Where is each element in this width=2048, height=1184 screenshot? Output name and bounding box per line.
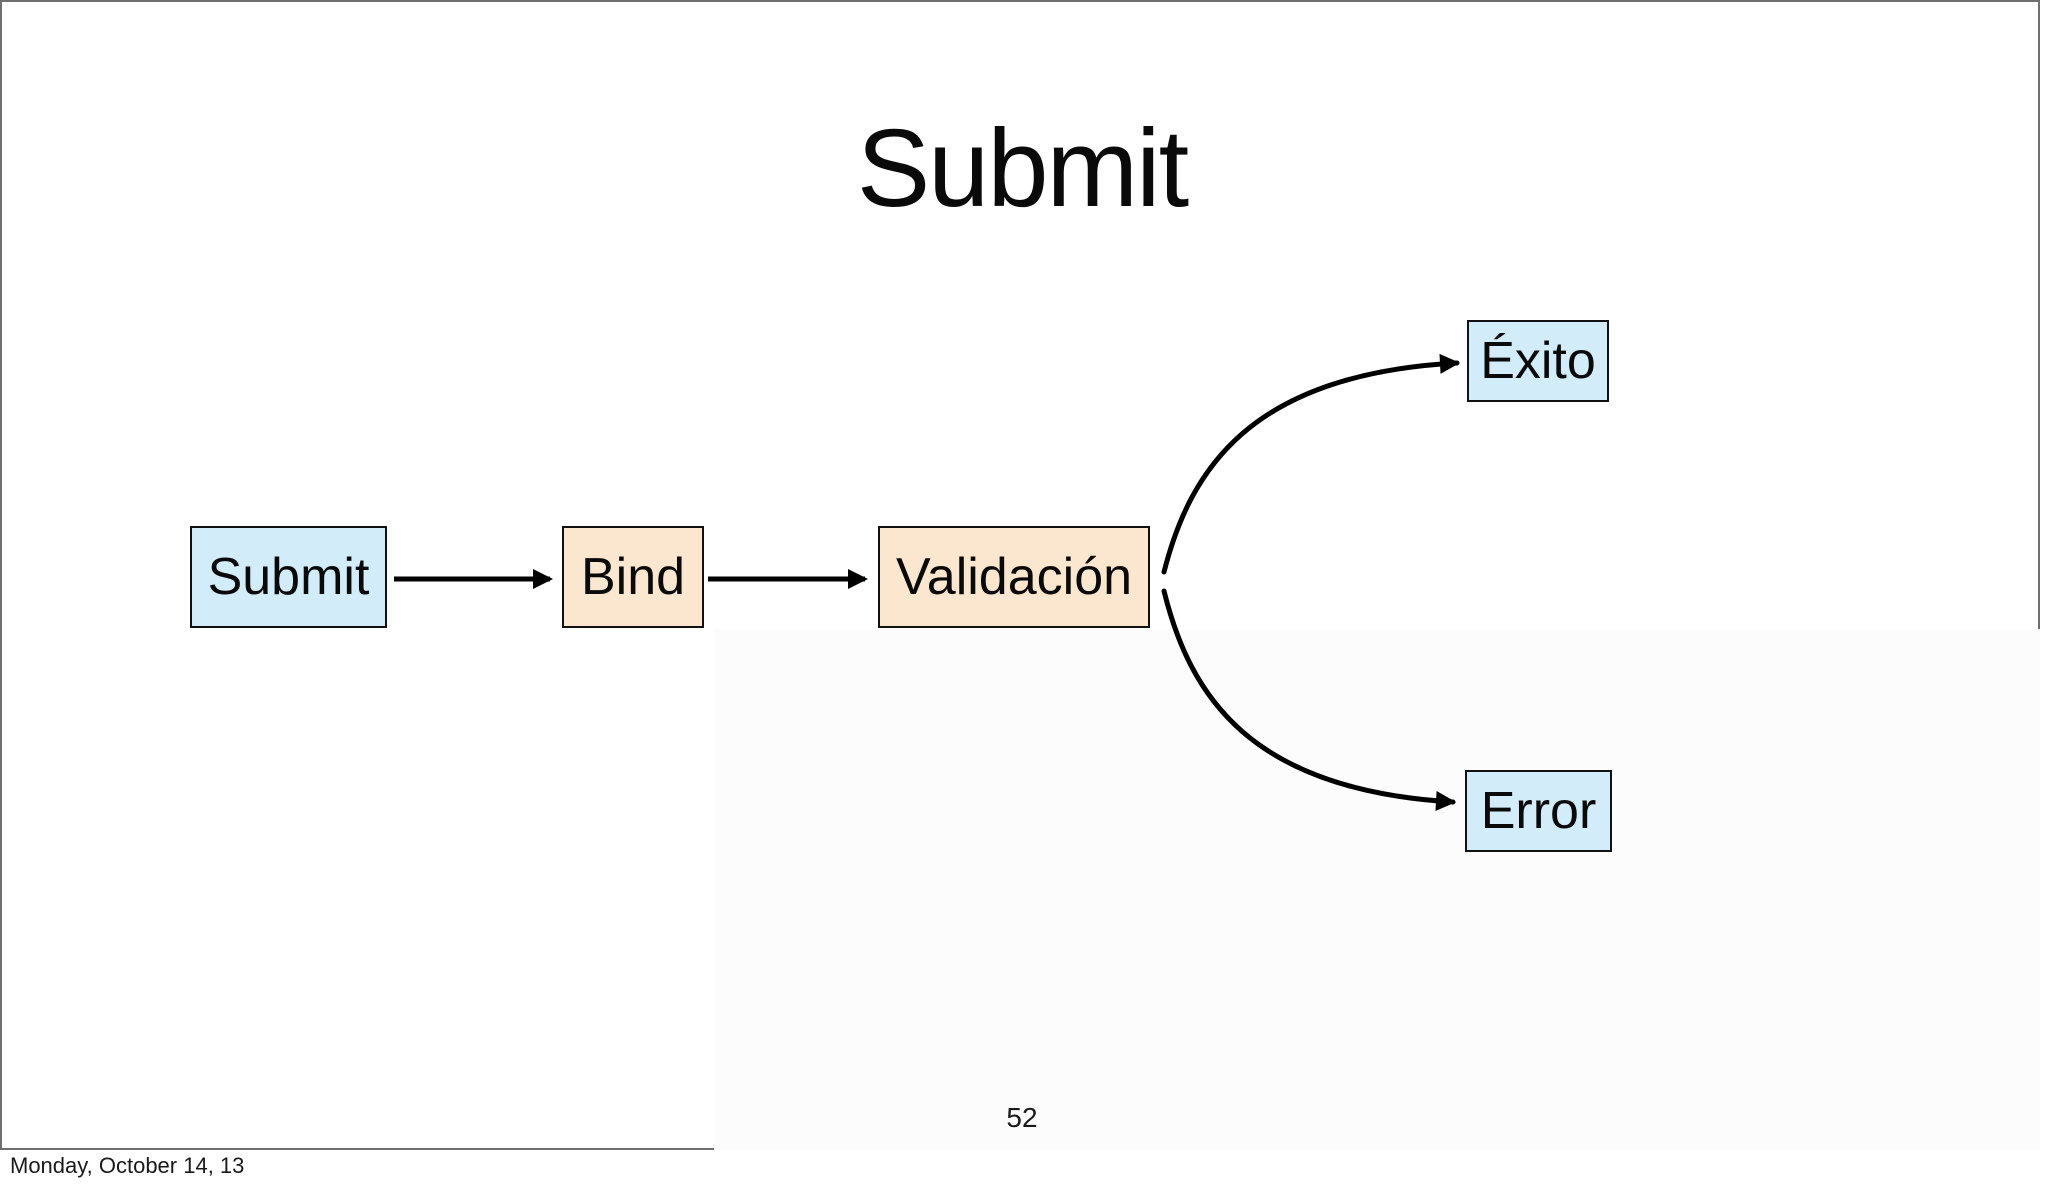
arrow-validacion-to-exito xyxy=(1161,353,1460,575)
slide-frame: Submit Submit Bind Validación Éxito Erro… xyxy=(0,0,2040,1150)
node-error: Error xyxy=(1465,770,1612,852)
slide-background-tint xyxy=(714,629,2040,1150)
page-number: 52 xyxy=(1006,1102,1038,1133)
node-bind: Bind xyxy=(562,526,704,628)
node-submit: Submit xyxy=(190,526,387,628)
node-exito: Éxito xyxy=(1467,320,1609,402)
slide-title: Submit xyxy=(856,107,1189,230)
footer-date: Monday, October 14, 13 xyxy=(10,1153,245,1178)
node-validacion: Validación xyxy=(878,526,1150,628)
